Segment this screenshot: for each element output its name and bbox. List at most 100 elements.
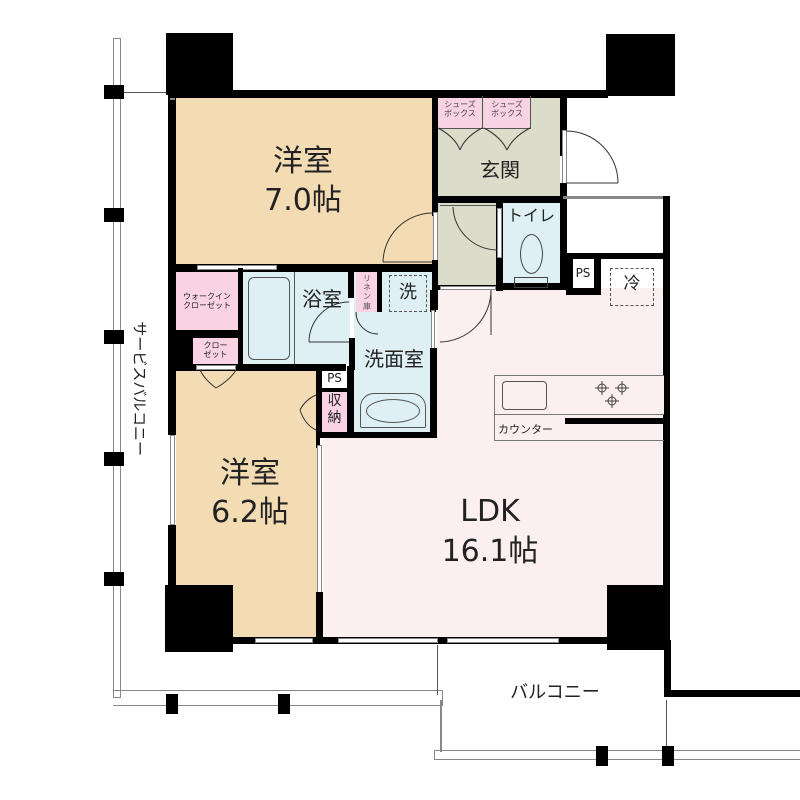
stove-icon	[595, 381, 629, 408]
step	[440, 286, 496, 290]
closet-door-frame	[196, 365, 236, 370]
shoe-box-2-line1: シューズ	[491, 100, 523, 109]
counter-wall	[565, 418, 665, 424]
linen-line1: リ	[363, 274, 371, 283]
fridge-space	[610, 268, 654, 306]
wall	[430, 290, 436, 312]
pillar-top-right	[606, 34, 675, 96]
closet-label: クロー ゼット	[193, 341, 238, 359]
shoe-box-2-line2: ボックス	[491, 109, 523, 119]
wall	[560, 253, 670, 259]
counter-label: カウンター	[498, 423, 553, 436]
rail-post	[104, 208, 124, 222]
toilet-bowl-icon	[520, 234, 543, 274]
balcony-left-drop	[440, 700, 442, 752]
window	[170, 98, 175, 100]
wall	[168, 90, 176, 270]
pillar-bottom-left	[165, 585, 233, 652]
storage-line1: 収	[327, 393, 342, 409]
wall	[664, 690, 800, 697]
western-room-2-name: 洋室	[220, 456, 280, 491]
wall	[316, 438, 320, 448]
storage	[322, 392, 347, 432]
washroom-label: 洗面室	[364, 347, 424, 371]
washer-space	[389, 275, 427, 312]
storage-line2: 納	[327, 409, 342, 426]
wall	[316, 388, 352, 392]
wall	[168, 264, 438, 272]
toilet-tank-icon	[514, 277, 548, 288]
counter-outline	[494, 440, 664, 441]
storage-label: 収 納	[322, 393, 347, 427]
service-balcony-rail-outer	[113, 38, 121, 698]
wall	[168, 375, 176, 435]
toilet-door	[497, 208, 502, 258]
linen	[356, 272, 378, 312]
shoe-box-divider	[482, 96, 483, 129]
wall	[566, 288, 601, 295]
linen-line2: ネ	[363, 283, 371, 293]
walk-in-closet-line1: ウォークイン	[183, 292, 231, 301]
window-ldk-bottom-2	[447, 638, 559, 643]
washbasin-bowl	[366, 399, 420, 423]
shoe-box-2	[484, 96, 530, 128]
balcony-label: バルコニー	[510, 682, 600, 703]
walk-in-closet-label: ウォークイン クローゼット	[176, 292, 238, 310]
entrance-label: 玄関	[480, 158, 520, 182]
ldk-main	[323, 437, 662, 637]
pillar-top-left	[166, 33, 233, 95]
rail-post	[104, 572, 124, 586]
wall	[560, 90, 567, 130]
rail-post	[104, 330, 124, 344]
balcony-rail-bottom-right	[434, 750, 800, 760]
closet-line2: ゼット	[203, 350, 228, 360]
rail-post	[104, 85, 124, 99]
pillar-bottom-right	[607, 585, 670, 650]
counter-outline	[494, 375, 495, 440]
rail-post	[596, 746, 608, 766]
shoe-box-divider	[530, 96, 531, 129]
entrance-lower	[438, 196, 496, 286]
wall	[560, 196, 670, 199]
toilet-label: トイレ	[506, 206, 555, 225]
bathtub-icon	[248, 277, 290, 360]
window-room2-bottom	[255, 638, 313, 643]
step-line	[440, 205, 497, 206]
ldk-name: LDK	[460, 494, 520, 529]
ldk-size: 16.1帖	[441, 534, 539, 569]
wall	[348, 268, 354, 298]
ps-label-1: PS	[327, 371, 342, 385]
wall	[377, 272, 382, 312]
rail-post	[662, 746, 674, 766]
shoe-box-1-label: シューズ ボックス	[438, 100, 482, 118]
wall	[430, 348, 437, 438]
wall	[176, 364, 346, 371]
wall	[594, 253, 601, 293]
fridge-label: 冷	[623, 274, 641, 294]
wall	[664, 640, 671, 695]
western-room-1	[176, 96, 433, 264]
bathroom-label: 浴室	[302, 287, 342, 311]
linen-line3: ン	[363, 292, 371, 302]
wall	[238, 268, 243, 370]
wall	[316, 366, 322, 438]
rail-post	[104, 452, 124, 466]
shoe-box-1	[438, 96, 482, 128]
wall	[168, 525, 176, 585]
ldk-right	[595, 288, 663, 298]
western-room-2-size: 6.2帖	[211, 495, 289, 530]
wall	[349, 338, 355, 370]
shoe-box-1-line2: ボックス	[444, 109, 476, 119]
wall	[496, 283, 566, 290]
wall	[432, 96, 438, 216]
tub-edge	[294, 272, 295, 364]
rail-post	[278, 694, 290, 714]
service-balcony-tie-line	[118, 92, 178, 93]
service-balcony-label: サービスバルコニー	[130, 321, 149, 456]
ldk	[437, 290, 662, 440]
wall	[560, 183, 567, 288]
rail-post	[166, 694, 178, 714]
bathroom	[243, 272, 350, 364]
wall	[316, 592, 323, 642]
